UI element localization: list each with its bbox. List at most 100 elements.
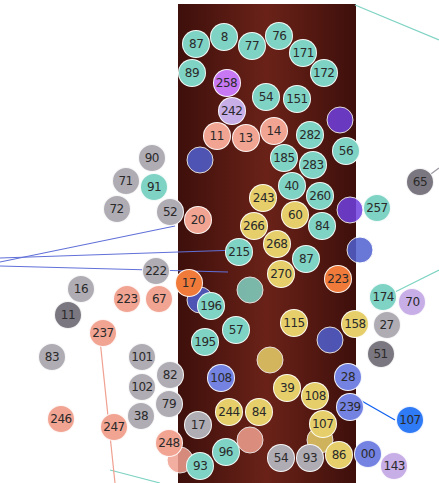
network-node: 79 bbox=[155, 390, 183, 418]
network-node: 67 bbox=[145, 285, 173, 313]
network-node: 70 bbox=[398, 288, 426, 316]
node-number: 86 bbox=[332, 449, 346, 461]
node-number: 11 bbox=[61, 309, 75, 321]
network-node: 00 bbox=[354, 440, 382, 468]
node-number: 244 bbox=[218, 406, 239, 418]
network-node: 158 bbox=[341, 310, 369, 338]
unlabelled-dots bbox=[167, 107, 373, 473]
network-node: 38 bbox=[127, 402, 155, 430]
network-node: 11 bbox=[54, 301, 82, 329]
network-node: 14 bbox=[260, 117, 288, 145]
node-number: 185 bbox=[273, 152, 294, 164]
network-node: 257 bbox=[363, 194, 391, 222]
network-node: 56 bbox=[332, 137, 360, 165]
node-number: 60 bbox=[288, 209, 302, 221]
network-node: 242 bbox=[218, 97, 246, 125]
node-number: 57 bbox=[229, 324, 243, 336]
network-node: 86 bbox=[325, 441, 353, 469]
node-number: 222 bbox=[145, 265, 166, 277]
network-node: 223 bbox=[324, 265, 352, 293]
node-number: 52 bbox=[163, 206, 177, 218]
node-number: 260 bbox=[309, 190, 330, 202]
node-number: 14 bbox=[267, 125, 281, 137]
network-node: 101 bbox=[128, 343, 156, 371]
network-node: 283 bbox=[299, 151, 327, 179]
network-node: 108 bbox=[301, 382, 329, 410]
node-number: 282 bbox=[299, 129, 320, 141]
network-node: 54 bbox=[252, 83, 280, 111]
node-number: 242 bbox=[221, 105, 242, 117]
network-node: 84 bbox=[245, 398, 273, 426]
node-number: 72 bbox=[109, 203, 123, 215]
node-number: 237 bbox=[92, 327, 113, 339]
node-number: 51 bbox=[373, 348, 387, 360]
network-node: 57 bbox=[222, 316, 250, 344]
node-number: 67 bbox=[152, 293, 166, 305]
node-number: 11 bbox=[210, 130, 224, 142]
network-node: 17 bbox=[175, 269, 203, 297]
node-number: 17 bbox=[191, 419, 205, 431]
node-number: 115 bbox=[283, 317, 304, 329]
network-node: 82 bbox=[156, 361, 184, 389]
network-node: 93 bbox=[296, 444, 324, 472]
node-number: 171 bbox=[293, 47, 314, 59]
network-node: 89 bbox=[178, 59, 206, 87]
network-node: 266 bbox=[240, 212, 268, 240]
network-node: 243 bbox=[249, 184, 277, 212]
node-number: 84 bbox=[315, 220, 329, 232]
network-node: 40 bbox=[278, 172, 306, 200]
node-number: 8 bbox=[221, 31, 228, 43]
node-number: 96 bbox=[219, 446, 233, 458]
network-node: 268 bbox=[263, 230, 291, 258]
network-node: 39 bbox=[273, 374, 301, 402]
network-node: 72 bbox=[103, 195, 131, 223]
node-number: 00 bbox=[361, 448, 375, 460]
node-number: 56 bbox=[339, 145, 353, 157]
network-node: 52 bbox=[156, 198, 184, 226]
node-number: 27 bbox=[379, 319, 393, 331]
network-node: 270 bbox=[267, 260, 295, 288]
node-number: 268 bbox=[266, 238, 287, 250]
node-number: 79 bbox=[162, 398, 176, 410]
network-node: 185 bbox=[270, 144, 298, 172]
node-number: 90 bbox=[145, 152, 159, 164]
node-number: 39 bbox=[280, 382, 294, 394]
node-number: 143 bbox=[384, 460, 405, 472]
node-number: 28 bbox=[341, 371, 355, 383]
network-node: 143 bbox=[380, 452, 408, 480]
node-number: 87 bbox=[189, 38, 203, 50]
network-node: 28 bbox=[334, 363, 362, 391]
network-node: 93 bbox=[186, 452, 214, 480]
node-number: 107 bbox=[399, 414, 420, 426]
network-node: 195 bbox=[191, 328, 219, 356]
network-node: 27 bbox=[373, 311, 401, 339]
node-number: 17 bbox=[182, 277, 196, 289]
node-number: 16 bbox=[74, 283, 88, 295]
node-number: 89 bbox=[185, 67, 199, 79]
node-number: 257 bbox=[366, 202, 387, 214]
network-node: 60 bbox=[281, 201, 309, 229]
network-node: 107 bbox=[396, 406, 424, 434]
network-node: 172 bbox=[310, 59, 338, 87]
node-number: 71 bbox=[118, 175, 132, 187]
network-node: 247 bbox=[100, 413, 128, 441]
node-number: 65 bbox=[413, 176, 427, 188]
node-number: 270 bbox=[270, 268, 291, 280]
network-node: 11 bbox=[203, 122, 231, 150]
node-number: 283 bbox=[302, 159, 323, 171]
network-node: 51 bbox=[367, 340, 395, 368]
network-node: 96 bbox=[212, 438, 240, 466]
network-node: 65 bbox=[406, 168, 434, 196]
network-node: 91 bbox=[140, 173, 168, 201]
node-number: 108 bbox=[304, 390, 325, 402]
network-node: 54 bbox=[267, 444, 295, 472]
node-number: 102 bbox=[131, 381, 152, 393]
network-node: 107 bbox=[309, 410, 337, 438]
network-node: 196 bbox=[197, 292, 225, 320]
network-node: 108 bbox=[207, 364, 235, 392]
node-number: 258 bbox=[216, 77, 237, 89]
node-number: 215 bbox=[228, 246, 249, 258]
network-node: 20 bbox=[184, 206, 212, 234]
network-node: 282 bbox=[296, 121, 324, 149]
